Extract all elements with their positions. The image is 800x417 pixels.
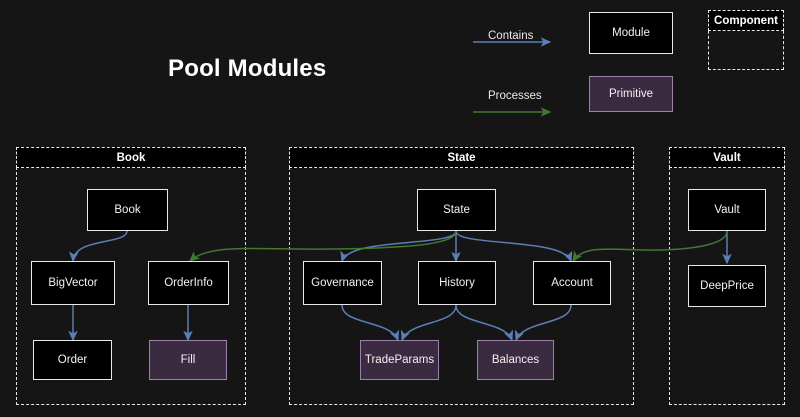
node-governance-label: Governance xyxy=(311,277,374,289)
node-history[interactable]: History xyxy=(418,261,496,305)
node-book-label: Book xyxy=(114,204,141,216)
node-orderinfo[interactable]: OrderInfo xyxy=(148,261,229,305)
node-vault-label: Vault xyxy=(714,204,740,216)
page-title: Pool Modules xyxy=(168,55,327,82)
node-account[interactable]: Account xyxy=(533,261,611,305)
cluster-vault-label: Vault xyxy=(713,151,741,164)
legend-module-box: Module xyxy=(589,12,673,54)
node-order[interactable]: Order xyxy=(33,340,112,380)
legend-component-label-bar: Component xyxy=(708,10,784,31)
cluster-state-label: State xyxy=(447,151,476,164)
node-orderinfo-label: OrderInfo xyxy=(164,277,213,289)
node-state-label: State xyxy=(443,204,470,216)
legend-primitive-box: Primitive xyxy=(589,76,673,112)
node-deepprice[interactable]: DeepPrice xyxy=(688,265,766,307)
node-balances-label: Balances xyxy=(491,354,540,366)
node-history-label: History xyxy=(439,277,475,289)
legend-component-label: Component xyxy=(714,14,778,27)
node-fill-label: Fill xyxy=(180,354,196,366)
node-account-label: Account xyxy=(551,277,593,289)
cluster-vault-label-bar: Vault xyxy=(669,147,785,168)
node-balances[interactable]: Balances xyxy=(477,340,554,380)
node-governance[interactable]: Governance xyxy=(303,261,382,305)
node-tradeparams-label: TradeParams xyxy=(364,354,435,366)
legend-module-label: Module xyxy=(612,27,650,39)
node-state[interactable]: State xyxy=(417,189,496,231)
legend-processes-label: Processes xyxy=(488,90,542,102)
node-book[interactable]: Book xyxy=(87,189,168,231)
legend-primitive-label: Primitive xyxy=(608,88,654,100)
node-order-label: Order xyxy=(57,354,88,366)
cluster-book-label-bar: Book xyxy=(16,147,246,168)
node-vault[interactable]: Vault xyxy=(688,189,766,231)
node-bigvector-label: BigVector xyxy=(48,277,98,289)
cluster-book-label: Book xyxy=(116,151,146,164)
cluster-state-label-bar: State xyxy=(289,147,634,168)
node-fill[interactable]: Fill xyxy=(149,340,227,380)
node-bigvector[interactable]: BigVector xyxy=(31,261,115,305)
legend-contains-label: Contains xyxy=(488,30,534,42)
node-tradeparams[interactable]: TradeParams xyxy=(360,340,439,380)
node-deepprice-label: DeepPrice xyxy=(700,280,754,292)
